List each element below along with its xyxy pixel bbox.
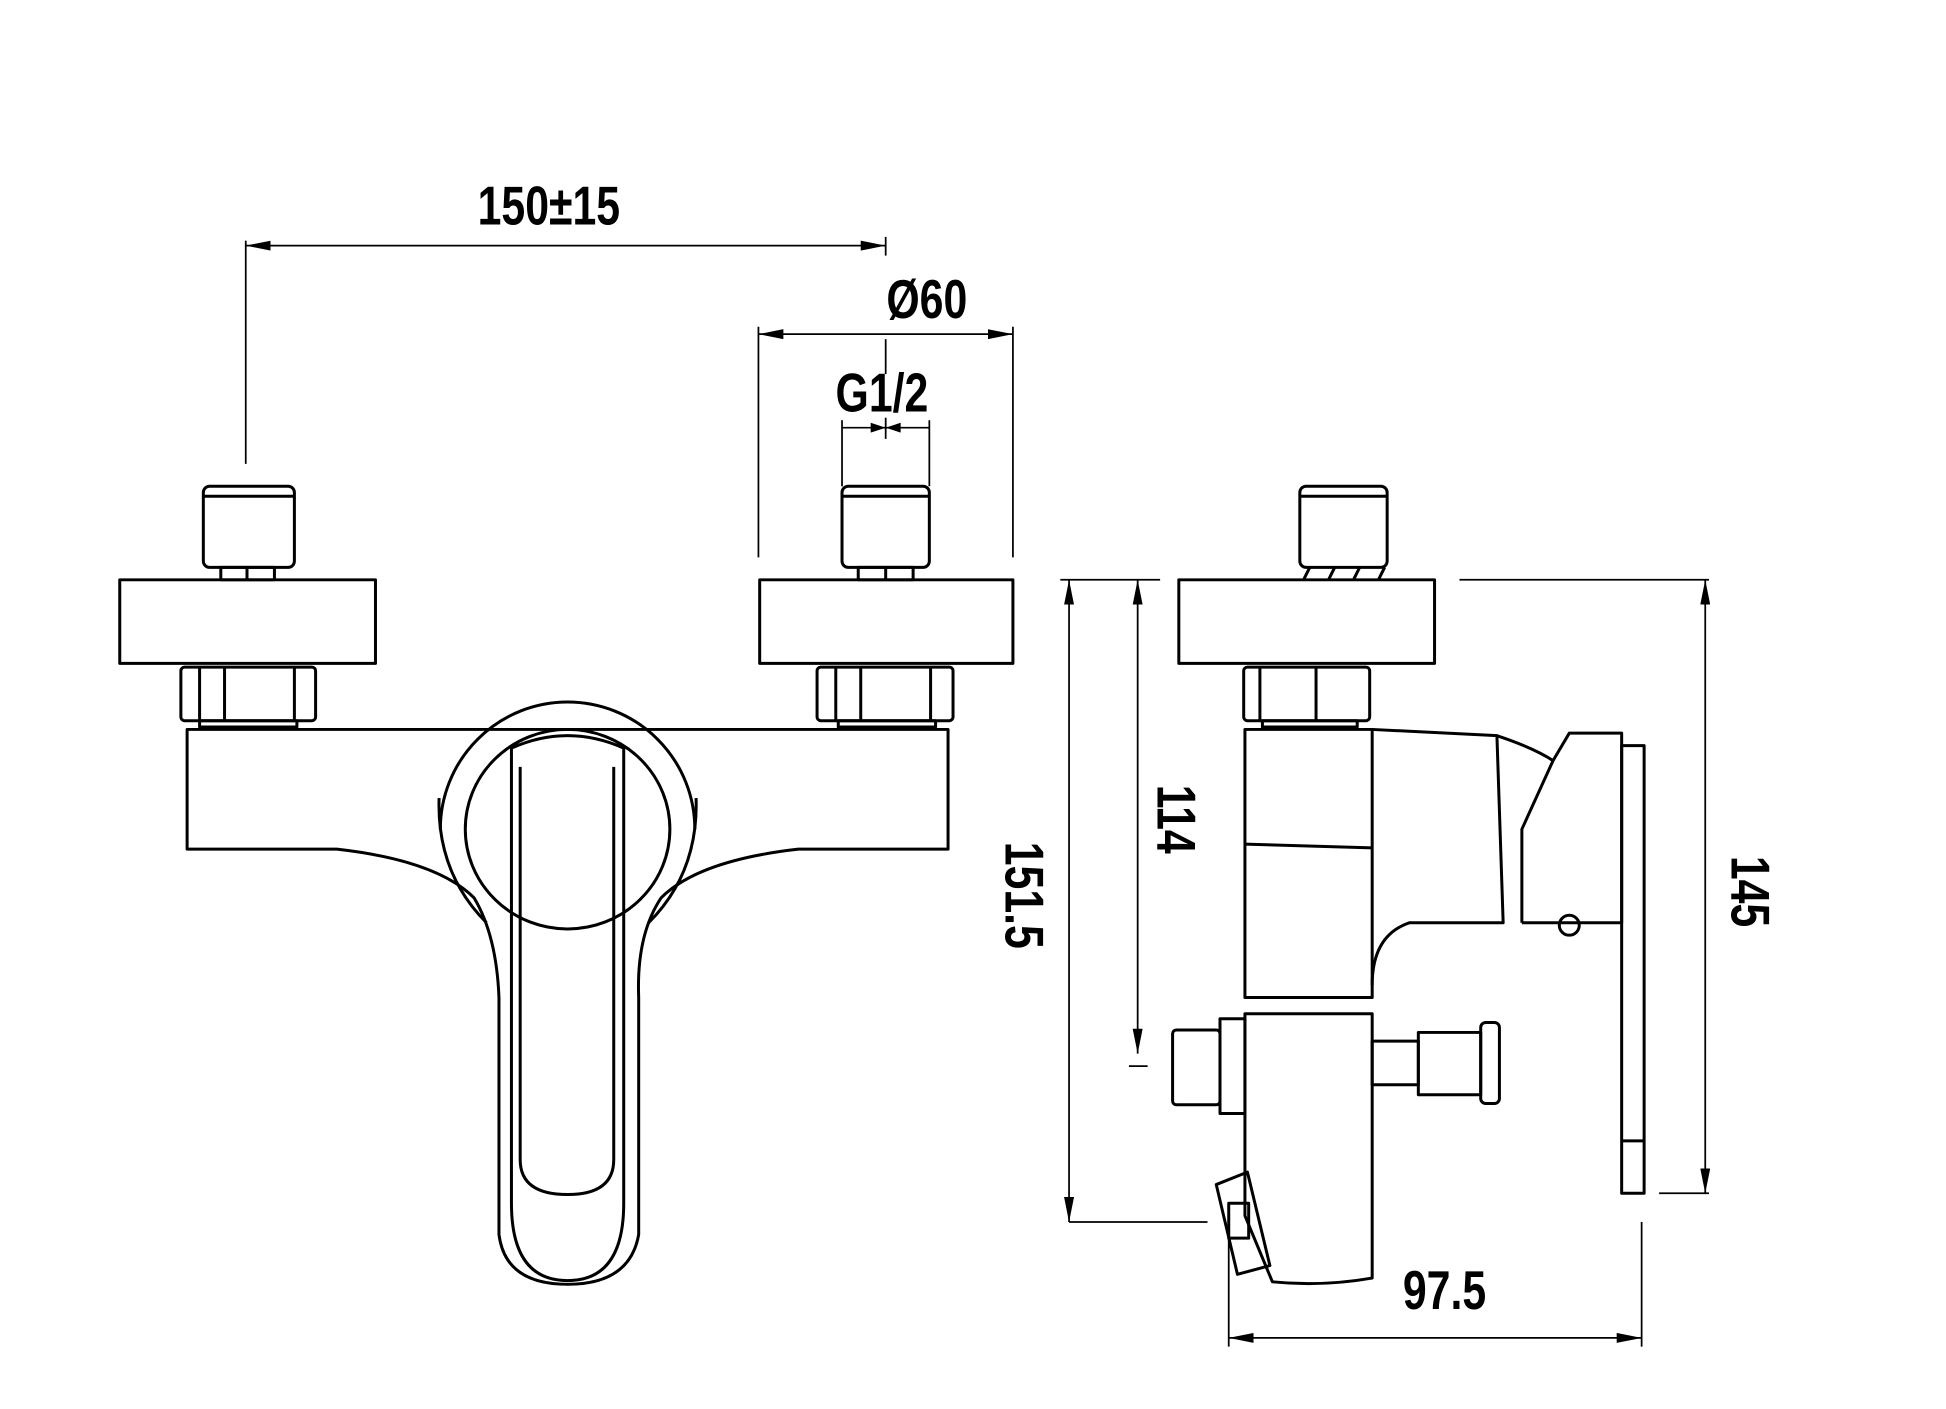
side-inlet-fitting	[1177, 484, 1437, 729]
front-view: 150±15 Ø60 G1/2	[118, 175, 1015, 1286]
dimension-plate-height: 145	[1459, 578, 1781, 1195]
dimension-label-depth: 97.5	[1403, 1260, 1486, 1321]
dimension-flange: Ø60	[757, 269, 1014, 558]
dimension-label-thread: G1/2	[836, 362, 929, 423]
side-view: 151.5 114 145 97.5	[993, 484, 1781, 1347]
dimension-total-height: 151.5	[993, 578, 1208, 1223]
dimension-centers: 150±15	[244, 175, 887, 464]
mixer-body-front	[185, 700, 950, 1286]
mixer-body-side	[1171, 727, 1646, 1286]
dimension-label-flange: Ø60	[886, 269, 967, 330]
left-inlet-fitting	[118, 484, 377, 729]
dimension-label-outlet-height: 114	[1145, 785, 1206, 855]
dimension-label-plate-height: 145	[1719, 856, 1780, 927]
right-inlet-fitting	[758, 484, 1015, 729]
dimension-label-total-height: 151.5	[993, 842, 1054, 949]
dimension-thread: G1/2	[836, 362, 931, 487]
dimension-outlet-height: 114	[1128, 579, 1207, 1067]
dimension-label-centers: 150±15	[478, 175, 620, 236]
dimension-depth: 97.5	[1227, 1221, 1643, 1347]
